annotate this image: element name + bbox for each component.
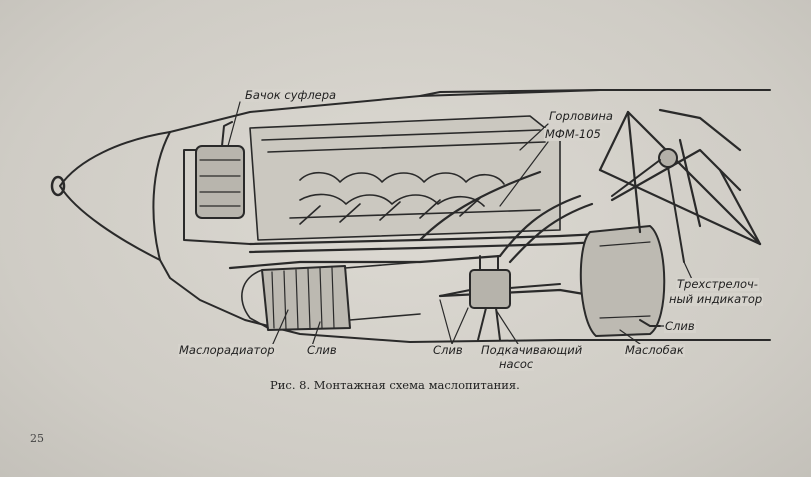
- engine-block: [249, 115, 561, 241]
- tri-gauge-indicator: [611, 148, 685, 263]
- label-drain-left: Слив: [306, 343, 338, 357]
- boost-pump: [439, 255, 561, 341]
- label-pump-line1: Подкачивающий: [480, 343, 584, 357]
- engine-mount-truss: [598, 108, 762, 246]
- label-mfm: МФМ-105: [544, 127, 602, 141]
- oil-radiator: [241, 261, 421, 331]
- figure-caption: Рис. 8. Монтажная схема маслопитания.: [270, 378, 520, 392]
- label-drain-right: Слив: [664, 319, 696, 333]
- breather-tank: [183, 121, 251, 245]
- label-indicator-line1: Трехстрелоч-: [676, 277, 759, 291]
- label-oil-tank: Маслобак: [624, 343, 685, 357]
- label-breather-tank: Бачок суфлера: [244, 88, 338, 102]
- label-pump-line2: насос: [498, 357, 535, 371]
- label-oil-radiator: Маслорадиатор: [178, 343, 276, 357]
- label-indicator-line2: ный индикатор: [668, 292, 764, 306]
- label-drain-mid: Слив: [432, 343, 464, 357]
- label-neck: Горловина: [548, 109, 614, 123]
- oil-tank: [579, 225, 666, 337]
- propeller-spinner: [50, 131, 171, 261]
- page-number: 25: [30, 432, 44, 445]
